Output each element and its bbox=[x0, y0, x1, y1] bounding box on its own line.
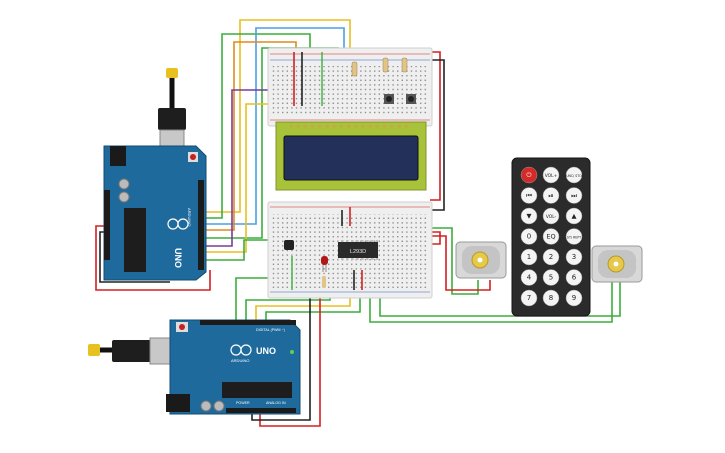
remote-button-label: 1 bbox=[527, 253, 531, 261]
wire-black-2 bbox=[430, 59, 445, 211]
remote-button[interactable]: ▲ bbox=[565, 207, 583, 225]
remote-button-label: 8 bbox=[549, 294, 553, 302]
wire-green-3 bbox=[200, 239, 270, 261]
remote-button[interactable]: 4 bbox=[520, 269, 538, 286]
wire-black-3 bbox=[251, 290, 311, 421]
remote-button-label: EQ bbox=[546, 233, 555, 241]
remote-button-label: 6 bbox=[572, 274, 577, 282]
remote-button[interactable]: ⏮ bbox=[520, 187, 538, 204]
arduino-top-model: UNO bbox=[173, 248, 183, 268]
remote-button-label: ⏮ bbox=[526, 192, 532, 200]
remote-button-label: VOL+ bbox=[545, 173, 558, 179]
resistor bbox=[351, 57, 408, 77]
remote-button-label: ⏻ bbox=[526, 171, 531, 179]
breadboard-top-holes bbox=[272, 66, 428, 114]
wire-green-9 bbox=[369, 280, 613, 323]
remote-button[interactable]: 8 bbox=[542, 289, 560, 307]
remote-button-label: 3 bbox=[572, 253, 576, 261]
arduino-top: UNO ARDUINO bbox=[103, 68, 207, 281]
remote-button[interactable]: FUNC/ STOP bbox=[564, 166, 584, 184]
lcd-display bbox=[275, 121, 427, 191]
remote-button-label: ⏭ bbox=[571, 192, 577, 200]
remote-button[interactable]: 1 bbox=[520, 248, 538, 266]
remote-button[interactable]: 5 bbox=[542, 269, 560, 286]
motor-driver-chip: L293D bbox=[338, 240, 378, 260]
remote-button-label: 0 bbox=[527, 233, 531, 241]
wire-red-3 bbox=[259, 280, 321, 427]
remote-button-label: VOL- bbox=[546, 214, 557, 220]
remote-button-label: 5 bbox=[549, 274, 553, 282]
remote-button[interactable]: VOL- bbox=[542, 207, 560, 225]
remote-button-label: 4 bbox=[527, 274, 532, 282]
remote-button-label: ▲ bbox=[572, 212, 577, 220]
remote-button[interactable]: ⏯ bbox=[542, 187, 560, 204]
dc-motor-left bbox=[455, 241, 507, 279]
remote-button[interactable]: 2 bbox=[542, 248, 560, 266]
chip-label: L293D bbox=[350, 249, 366, 255]
arduino-bottom-model: UNO bbox=[256, 346, 276, 356]
remote-button[interactable]: ST/ REPT bbox=[565, 228, 583, 245]
remote-button-label: 7 bbox=[527, 294, 531, 302]
ir-receiver bbox=[284, 240, 294, 250]
remote-button[interactable]: ⏻ bbox=[520, 166, 538, 184]
led-red bbox=[321, 256, 328, 272]
remote-button-label: ▼ bbox=[527, 212, 532, 220]
power-header-label: POWER bbox=[236, 401, 250, 405]
breadboard-top bbox=[267, 47, 433, 127]
remote-button[interactable]: ⏭ bbox=[565, 187, 583, 204]
remote-button-label: ST/ REPT bbox=[567, 236, 581, 240]
remote-button[interactable]: EQ bbox=[542, 228, 560, 245]
remote-button-label: FUNC/ STOP bbox=[564, 174, 583, 178]
remote-button-label: ⏯ bbox=[548, 192, 553, 200]
digital-header-label: DIGITAL (PWM ~) bbox=[256, 328, 285, 332]
remote-button[interactable]: 3 bbox=[565, 248, 583, 266]
remote-button-label: 2 bbox=[549, 253, 553, 261]
analog-header-label: ANALOG IN bbox=[266, 401, 286, 405]
ir-remote: ⏻ VOL+ FUNC/ STOP ⏮ ⏯ ⏭ ▼ VOL- ▲ 0 EQ ST/ REPT 1 2 3 4 5… bbox=[511, 157, 591, 317]
remote-button[interactable]: 6 bbox=[565, 269, 583, 286]
wire-red-1 bbox=[95, 225, 211, 291]
lcd-screen bbox=[283, 135, 419, 181]
remote-button[interactable]: 9 bbox=[565, 289, 583, 307]
breadboard-bottom: L293D bbox=[267, 201, 433, 299]
remote-button-label: 9 bbox=[572, 294, 576, 302]
remote-button[interactable]: 0 bbox=[520, 228, 538, 245]
wire-red-2 bbox=[430, 51, 441, 201]
arduino-bottom-logo: ARDUINO bbox=[231, 358, 249, 363]
arduino-top-logo: ARDUINO bbox=[187, 208, 192, 226]
remote-button[interactable]: 7 bbox=[520, 289, 538, 307]
arduino-bottom: UNO ARDUINO DIGITAL (PWM ~) POWER ANALOG… bbox=[88, 319, 301, 415]
remote-button-grid: ⏻ VOL+ FUNC/ STOP ⏮ ⏯ ⏭ ▼ VOL- ▲ 0 EQ ST/ REPT 1 2 3 4 5… bbox=[520, 166, 584, 307]
dc-motor-right bbox=[591, 245, 643, 283]
resistor bbox=[322, 276, 326, 288]
remote-button[interactable]: VOL+ bbox=[542, 166, 560, 184]
remote-button[interactable]: ▼ bbox=[520, 207, 538, 225]
